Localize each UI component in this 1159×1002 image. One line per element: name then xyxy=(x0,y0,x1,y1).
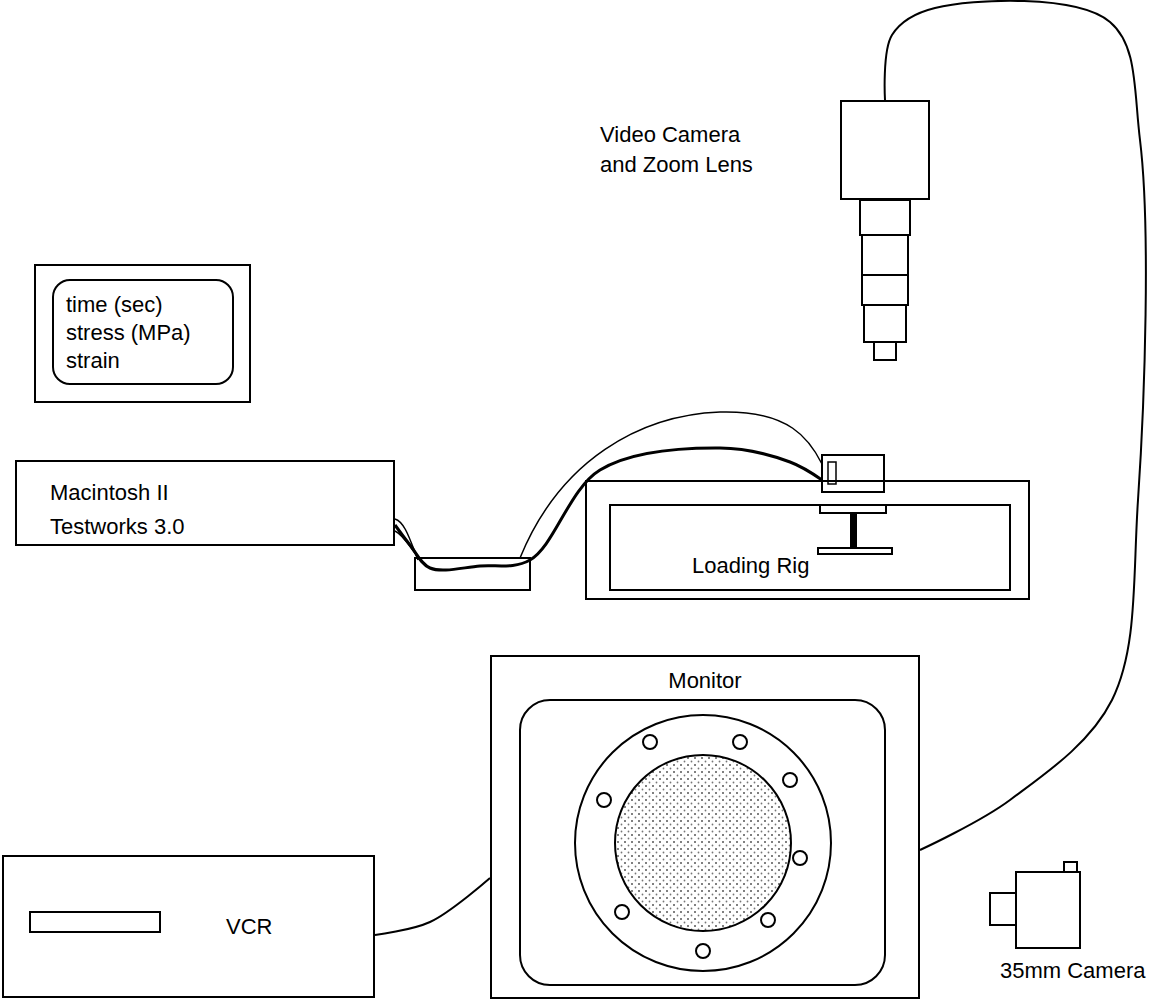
marker-dot xyxy=(783,773,797,787)
video-camera-body: Video Camera and Zoom Lens xyxy=(840,100,930,200)
node-text: time (sec) xyxy=(66,291,220,319)
node-text: Video Camera and Zoom Lens xyxy=(600,120,760,180)
cable xyxy=(375,878,490,935)
zoom-lens xyxy=(862,235,908,275)
platen xyxy=(820,505,886,513)
node-text: stress (MPa) xyxy=(66,319,220,347)
vcr-box: VCR xyxy=(2,855,375,998)
load-cell xyxy=(822,455,884,492)
zoom-lens xyxy=(862,275,908,305)
monitor-box: Monitor xyxy=(490,655,920,999)
marker-dot xyxy=(793,851,807,865)
node-text: VCR xyxy=(226,914,272,940)
computer-box: Macintosh IITestworks 3.0 xyxy=(15,460,395,546)
specimen-ring xyxy=(575,715,831,971)
cable xyxy=(395,448,822,570)
camera-body xyxy=(1016,872,1080,948)
marker-dot xyxy=(643,735,657,749)
cable xyxy=(520,412,822,558)
zoom-lens xyxy=(864,305,906,342)
zoom-lens xyxy=(860,200,910,235)
node-text: strain xyxy=(66,347,220,375)
marker-dot xyxy=(615,905,629,919)
loading-rig-box: Loading Rig xyxy=(585,480,1030,600)
camera-viewfinder xyxy=(1064,862,1077,872)
node-text: Monitor xyxy=(500,667,910,695)
node-text: Macintosh II xyxy=(50,476,360,510)
marker-dot xyxy=(733,735,747,749)
loading-foot xyxy=(818,548,892,554)
interface-box xyxy=(415,558,530,590)
specimen xyxy=(615,755,791,931)
node-text: Testworks 3.0 xyxy=(50,510,360,544)
screen-box: time (sec)stress (MPa)strain xyxy=(52,279,234,385)
monitor-screen xyxy=(520,700,885,985)
cable xyxy=(885,1,1146,850)
lens-tip xyxy=(874,342,896,360)
loading-stem xyxy=(850,513,857,549)
display-frame xyxy=(35,265,250,402)
tape-slot xyxy=(30,912,160,932)
device-label: 35mm Camera xyxy=(1000,958,1145,984)
node-text: Loading Rig xyxy=(692,553,809,579)
rig-inner-frame xyxy=(610,505,1010,590)
marker-dot xyxy=(696,944,710,958)
marker-dot xyxy=(597,793,611,807)
marker-dot xyxy=(761,913,775,927)
camera-lens xyxy=(990,893,1016,925)
